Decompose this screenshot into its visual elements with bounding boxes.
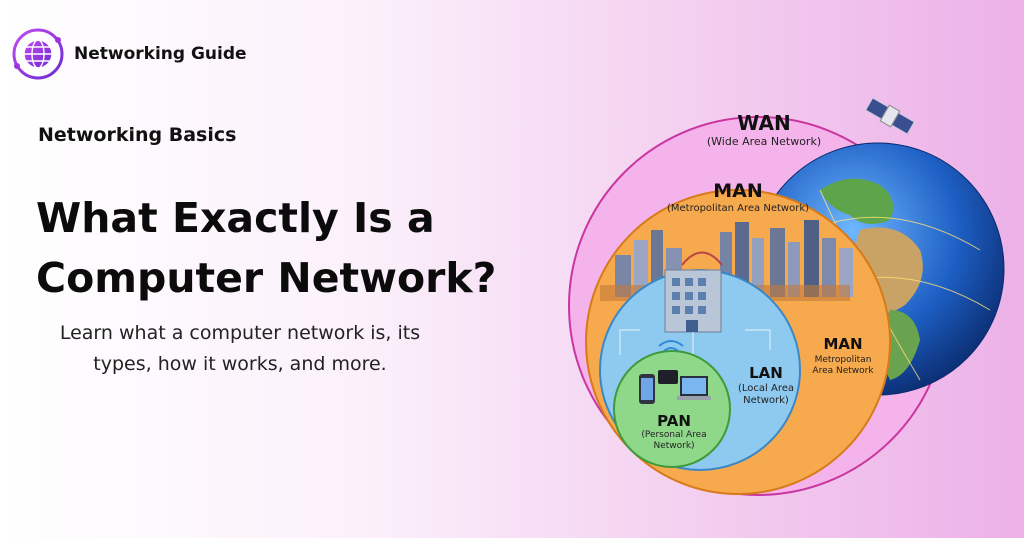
wan-label: WAN bbox=[737, 111, 790, 135]
pan-full-1: (Personal Area bbox=[641, 430, 706, 440]
page-subtitle: Learn what a computer network is, its ty… bbox=[30, 318, 450, 380]
wan-full-label: (Wide Area Network) bbox=[707, 135, 821, 148]
category-label[interactable]: Networking Basics bbox=[38, 124, 237, 146]
pan-label: PAN bbox=[657, 412, 691, 430]
devices-icon bbox=[639, 340, 711, 404]
office-building-icon bbox=[619, 269, 771, 357]
network-types-diagram: WAN (Wide Area Network) MAN (Metropolita… bbox=[560, 80, 1024, 538]
network-diagram-svg: WAN (Wide Area Network) MAN (Metropolita… bbox=[568, 97, 1005, 496]
pan-full-2: Network) bbox=[653, 441, 694, 451]
subtitle-line-2: types, how it works, and more. bbox=[93, 353, 387, 375]
title-line-1: What Exactly Is a bbox=[36, 194, 435, 242]
globe-icon bbox=[12, 28, 64, 80]
brand-name: Networking Guide bbox=[74, 44, 247, 64]
title-line-2: Computer Network? bbox=[36, 254, 497, 302]
lan-full-2: Network) bbox=[743, 395, 789, 406]
man-label: MAN bbox=[713, 180, 763, 202]
lan-label: LAN bbox=[749, 364, 783, 382]
man-side-label: MAN bbox=[823, 335, 862, 353]
lan-full-1: (Local Area bbox=[738, 383, 794, 394]
satellite-icon bbox=[865, 97, 915, 135]
man-full-label: (Metropolitan Area Network) bbox=[667, 203, 809, 214]
man-side-full-1: Metropolitan bbox=[815, 355, 872, 365]
man-side-full-2: Area Network bbox=[812, 366, 874, 376]
subtitle-line-1: Learn what a computer network is, its bbox=[59, 322, 421, 344]
brand[interactable]: Networking Guide bbox=[10, 26, 247, 82]
page-title: What Exactly Is a Computer Network? bbox=[36, 188, 496, 308]
